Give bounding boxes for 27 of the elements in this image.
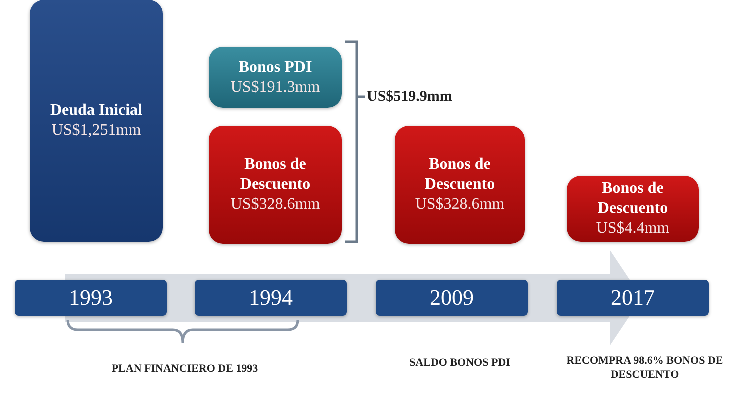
caption-label: PLAN FINANCIERO DE 1993: [110, 362, 260, 376]
amount-text: US$1,251mm: [52, 121, 142, 141]
box-title: Deuda Inicial: [50, 101, 142, 121]
year-box: [195, 280, 347, 316]
box-title: Bonos de Descuento: [424, 155, 496, 195]
year-box: [376, 280, 528, 316]
amount-box: [209, 47, 342, 108]
box-title: Bonos PDI: [238, 58, 312, 78]
total-label: US$519.9mm: [367, 88, 454, 107]
year-label: 2009: [430, 285, 474, 311]
year-box: [557, 280, 709, 316]
box-title: Bonos de Descuento: [596, 179, 670, 219]
year-label: 1994: [249, 285, 293, 311]
amount-text: US$328.6mm: [415, 195, 505, 215]
caption-label: SALDO BONOS PDI: [408, 356, 512, 370]
amount-box: [30, 0, 163, 242]
year-box: [15, 280, 167, 316]
amount-text: US$191.3mm: [230, 78, 320, 98]
caption-label: RECOMPRA 98.6% BONOS DE DESCUENTO: [566, 354, 724, 383]
amount-text: US$4.4mm: [596, 219, 670, 239]
amount-box: [567, 176, 699, 242]
box-title: Bonos de Descuento: [239, 155, 312, 195]
amount-box: [209, 126, 342, 244]
amount-text: US$328.6mm: [230, 195, 320, 215]
amount-box: [395, 126, 525, 244]
year-label: 2017: [611, 285, 655, 311]
year-label: 1993: [69, 285, 113, 311]
